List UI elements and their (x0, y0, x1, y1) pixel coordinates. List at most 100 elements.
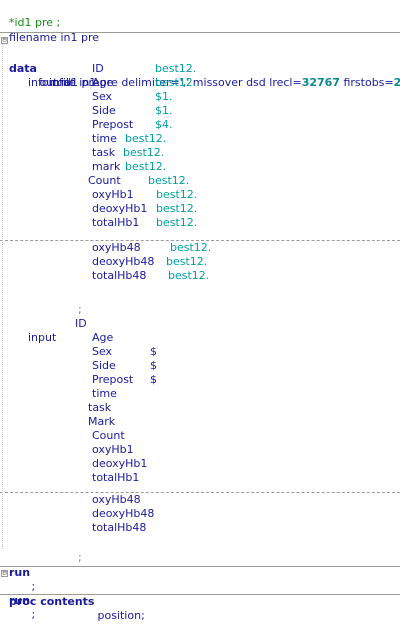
code-line-comment[interactable]: *id1 pre ; (0, 2, 400, 29)
informat-variable-row[interactable]: Prepost $4. (0, 118, 400, 132)
informat-variable-row[interactable]: ID best12. (0, 62, 400, 76)
input-semicolon: ; (78, 551, 82, 564)
variable-name: totalHb1 (92, 216, 140, 229)
variable-name: Sex (92, 345, 113, 358)
code-line-run-2[interactable]: run ; (0, 580, 400, 621)
input-variable-row[interactable]: oxyHb48 (0, 493, 400, 507)
run-semicolon: ; (28, 580, 36, 593)
code-line-infile[interactable]: infile in1 pre delimiter=',' missover ds… (0, 48, 400, 89)
variable-name: Sex (92, 90, 113, 103)
code-line-informat[interactable]: informat (0, 62, 400, 89)
section-divider-dashed (0, 240, 400, 241)
variable-name: oxyHb48 (92, 493, 141, 506)
section-divider (0, 566, 400, 567)
informat-keyword: informat (28, 76, 75, 89)
input-variable-row[interactable]: oxyHb1 (0, 443, 400, 457)
code-line-input[interactable]: input (0, 317, 400, 344)
firstobs-value: 2 (393, 76, 400, 89)
informat-variable-row[interactable]: Age best12. (0, 76, 400, 90)
variable-name: Age (92, 76, 114, 89)
informat-format: best12. (168, 269, 210, 282)
input-variable-row[interactable]: Count (0, 429, 400, 443)
fold-toggle-icon[interactable]: ⊟ (1, 36, 8, 44)
variable-name: ID (75, 317, 87, 330)
input-variable-row[interactable]: Mark (0, 415, 400, 429)
code-line-filename[interactable]: filename in1 pre (0, 17, 400, 44)
variable-name: Prepost (92, 373, 134, 386)
code-line-input-end[interactable]: ; (0, 537, 400, 564)
informat-format: $1. (155, 90, 173, 103)
informat-variable-row[interactable]: oxyHb1 best12. (0, 188, 400, 202)
character-flag: $ (150, 373, 157, 386)
informat-format: best12. (156, 216, 198, 229)
run-keyword: run (9, 566, 31, 579)
variable-name: Mark (88, 415, 116, 428)
input-variable-row[interactable]: Side$ (0, 359, 400, 373)
data-statement-rest: out.id1 pre ; (36, 76, 107, 89)
character-flag: $ (150, 345, 157, 358)
variable-name: task (92, 146, 116, 159)
variable-name: deoxyHb48 (92, 507, 155, 520)
variable-name: oxyHb1 (92, 188, 134, 201)
code-editor[interactable]: *id1 pre ; filename in1 pre ⊟ data out.i… (0, 0, 400, 622)
informat-semicolon: ; (78, 303, 82, 316)
code-line-run-1[interactable]: run ; (0, 552, 400, 593)
informat-variable-row[interactable]: totalHb1 best12. (0, 216, 400, 230)
informat-format: best12. (125, 132, 167, 145)
variable-name: Side (92, 104, 116, 117)
section-divider (0, 32, 400, 33)
variable-name: Side (92, 359, 116, 372)
informat-format: best12. (155, 62, 197, 75)
proc-options: position; (94, 609, 145, 622)
informat-format: best12. (170, 241, 212, 254)
informat-format: best12. (123, 146, 165, 159)
run-keyword: run (9, 594, 31, 607)
variable-name: ID (92, 62, 104, 75)
code-line-informat-end[interactable]: ; (0, 289, 400, 316)
input-variable-row[interactable]: deoxyHb48 (0, 507, 400, 521)
input-variable-row[interactable]: task (0, 401, 400, 415)
code-line-proc[interactable]: ⊟ proc contents position; (0, 567, 400, 622)
variable-name: Count (88, 174, 121, 187)
informat-format: best12. (156, 188, 198, 201)
variable-name: totalHb48 (92, 269, 147, 282)
variable-name: totalHb48 (92, 521, 147, 534)
variable-name: mark (92, 160, 121, 173)
input-variable-row[interactable]: totalHb48 (0, 521, 400, 535)
informat-variable-row[interactable]: totalHb48 best12. (0, 269, 400, 283)
fold-toggle-icon[interactable]: ⊟ (1, 569, 8, 577)
input-variable-row[interactable]: totalHb1 (0, 471, 400, 485)
informat-format: best12. (155, 76, 197, 89)
variable-name: Prepost (92, 118, 134, 131)
code-line-data[interactable]: ⊟ data out.id1 pre ; (0, 34, 400, 89)
input-variable-row[interactable]: ID (0, 317, 400, 331)
informat-format: best12. (166, 255, 208, 268)
informat-format: best12. (156, 202, 198, 215)
input-variable-row[interactable]: Sex $ (0, 345, 400, 359)
informat-variable-row[interactable]: Side $1. (0, 104, 400, 118)
variable-name: oxyHb1 (92, 443, 134, 456)
firstobs-label: firstobs= (339, 76, 394, 89)
filename-statement: filename in1 pre (9, 31, 99, 44)
input-variable-row[interactable]: deoxyHb1 (0, 457, 400, 471)
variable-name: time (92, 387, 117, 400)
variable-name: deoxyHb48 (92, 255, 155, 268)
input-variable-row[interactable]: Age (0, 331, 400, 345)
run-semicolon: ; (28, 608, 36, 621)
informat-variable-row[interactable]: Sex $1. (0, 90, 400, 104)
informat-variable-row[interactable]: task best12. (0, 146, 400, 160)
input-variable-row[interactable]: time (0, 387, 400, 401)
input-variable-row[interactable]: Prepost $ (0, 373, 400, 387)
informat-format: $1. (155, 104, 173, 117)
lrecl-value: 32767 (301, 76, 340, 89)
informat-variable-row[interactable]: deoxyHb48 best12. (0, 255, 400, 269)
variable-name: Count (92, 429, 125, 442)
input-keyword: input (28, 331, 57, 344)
informat-format: $4. (155, 118, 173, 131)
variable-name: task (88, 401, 112, 414)
